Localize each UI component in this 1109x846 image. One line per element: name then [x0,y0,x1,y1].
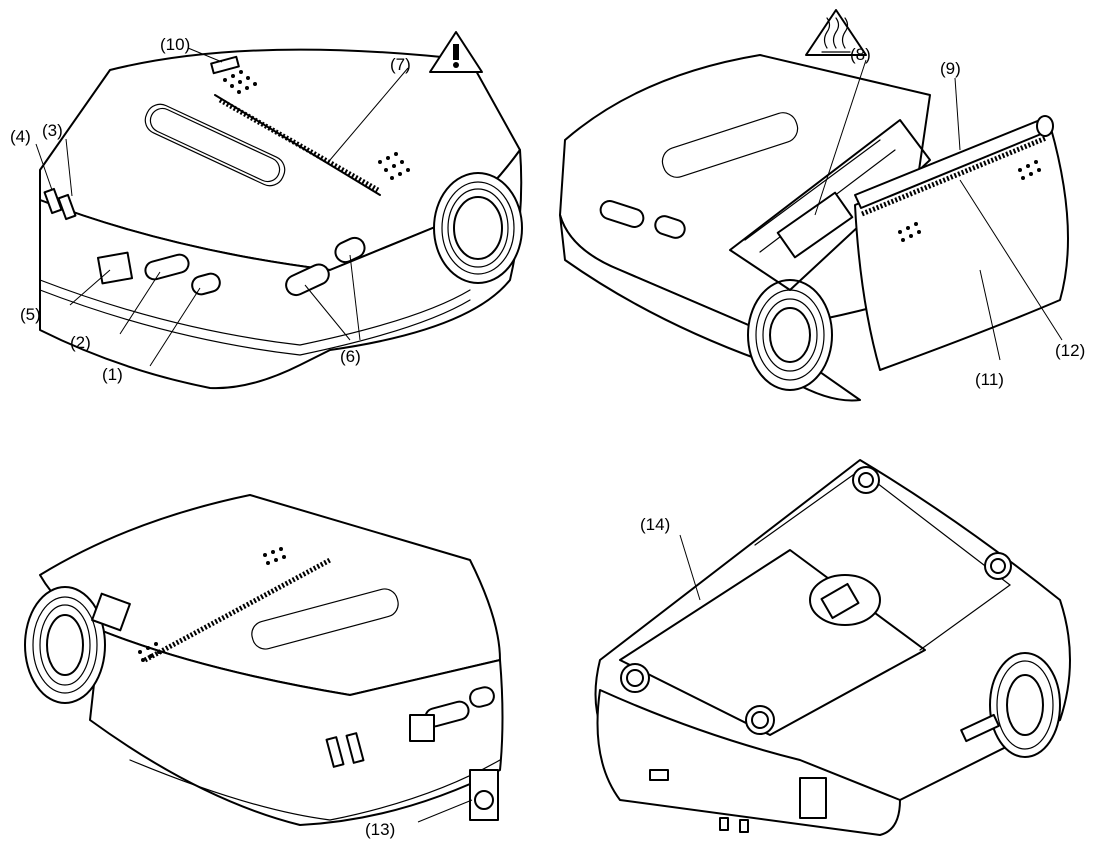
callout-14: (14) [640,515,670,534]
callout-5: (5) [20,305,41,324]
printer-view-bottom: (14) [594,459,1071,836]
cover-release-lever[interactable] [210,55,240,75]
callout-1: (1) [102,365,123,384]
printer-view-top-front: (10) (7) (3) (4) (5) (2) (1) (6) [10,31,523,390]
callout-6: (6) [340,347,361,366]
hot-surface-icon [805,9,867,56]
led-indicator-3 [57,193,77,221]
led-indicator-4 [43,187,63,215]
caution-exclamation-icon [429,31,483,73]
usb-connector [334,236,366,264]
callout-13: (13) [365,820,395,839]
callout-9: (9) [940,59,961,78]
callout-4: (4) [10,127,31,146]
callout-11: (11) [975,370,1004,389]
latch[interactable] [96,251,134,285]
callout-3: (3) [42,121,63,140]
print-head [776,191,854,259]
callout-10: (10) [160,35,190,54]
serial-connector [285,263,330,297]
printer-view-top-right: (13) [24,494,504,839]
printer-view-cover-open: (8) (9) (12) (11) [559,9,1085,402]
callout-8: (8) [850,45,871,64]
vent-holes [223,70,410,180]
callout-12: (12) [1055,341,1085,360]
feed-button[interactable] [143,253,190,282]
callout-2: (2) [70,333,91,352]
callout-7: (7) [390,55,411,74]
vent-holes [898,160,1041,242]
